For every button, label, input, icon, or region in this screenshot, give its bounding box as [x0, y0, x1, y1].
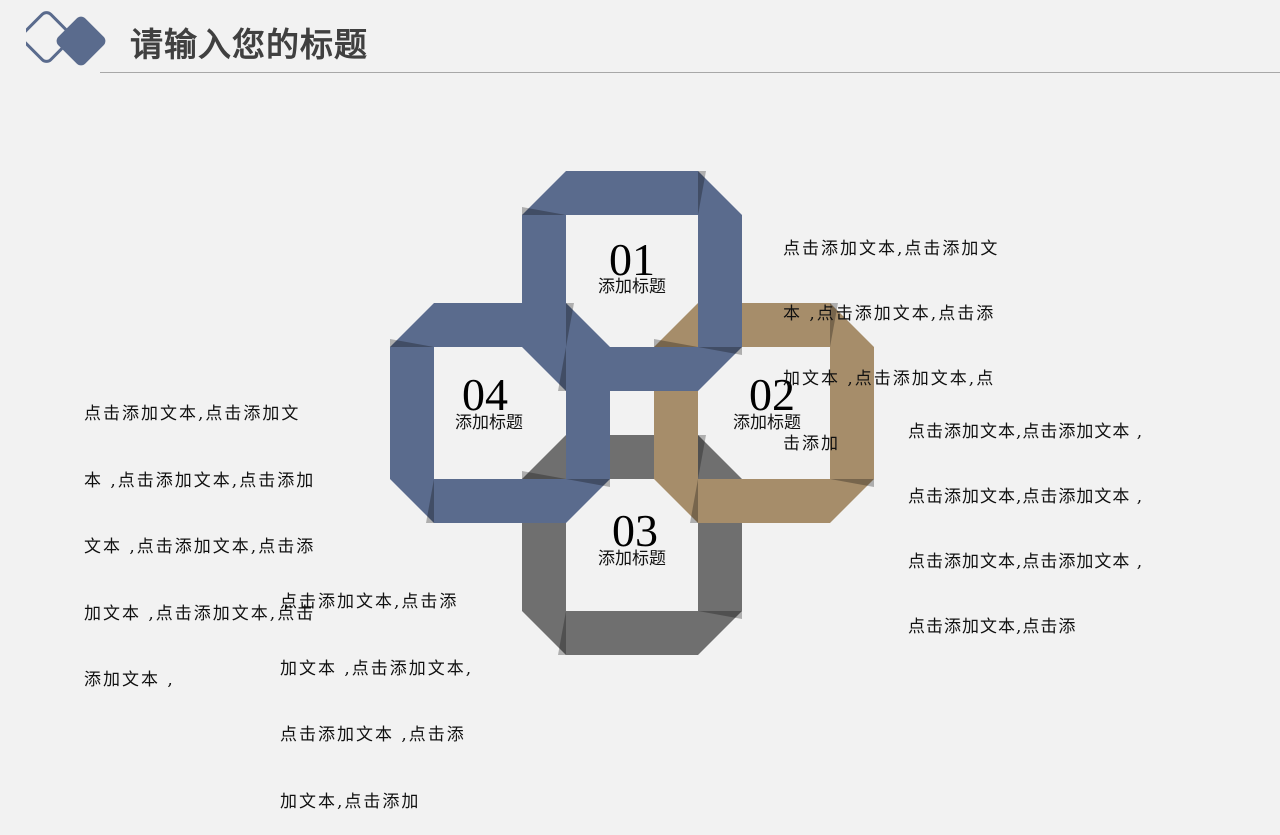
- fold-shadow: [830, 479, 874, 487]
- ring-04-number: 04: [462, 369, 508, 420]
- text-line: 点击添加文本,点击添: [908, 617, 1077, 637]
- text-line: 加文本 ,点击添加文本,点击: [84, 603, 316, 624]
- fold-shadow: [566, 303, 574, 347]
- header-divider: [100, 72, 1280, 73]
- fold-shadow: [558, 347, 566, 391]
- ring-01-number: 01: [609, 234, 655, 285]
- text-line: 加文本,点击添加: [280, 791, 421, 812]
- text-line: 加文本 ,点击添加文本,点: [783, 369, 996, 389]
- center-link: [610, 435, 654, 478]
- text-line: 击添加: [783, 434, 840, 454]
- fold-shadow: [830, 303, 838, 347]
- text-line: 点击添加文本,点击添加文: [84, 404, 301, 424]
- ring-04-title[interactable]: 添加标题: [455, 413, 523, 433]
- ring-02-number: 02: [749, 369, 795, 420]
- text-line: 本 ,点击添加文本,点击添: [783, 304, 996, 324]
- ring-02: [654, 303, 874, 523]
- ring-band: [390, 303, 610, 523]
- fold-shadow: [698, 347, 742, 355]
- ring-02-title[interactable]: 添加标题: [733, 413, 801, 433]
- text-line: 点击添加文本,点击添加文: [783, 239, 1000, 259]
- ring-03-number: 03: [612, 505, 658, 556]
- text-line: 加文本 ,点击添加文本,: [280, 658, 474, 679]
- page-title: 请输入您的标题: [130, 25, 368, 64]
- fold-shadow: [690, 479, 698, 523]
- fold-shadow: [558, 611, 566, 655]
- text-block-01[interactable]: 点击添加文本,点击添加文 本 ,点击添加文本,点击添 加文本 ,点击添加文本,点…: [783, 197, 999, 477]
- fold-shadow: [654, 339, 698, 347]
- center-link: [610, 347, 654, 390]
- ring-04: [390, 303, 610, 523]
- text-line: 本 ,点击添加文本,点击添加: [84, 470, 316, 491]
- text-line: 点击添加文本,点击添加文本 ,: [908, 422, 1144, 442]
- fold-shadow: [522, 471, 566, 479]
- ring-03-title[interactable]: 添加标题: [598, 549, 666, 569]
- fold-shadow: [426, 479, 434, 523]
- text-line: 点击添加文本 ,点击添: [280, 725, 466, 745]
- logo-diamonds-icon: [26, 11, 106, 66]
- text-block-04[interactable]: 点击添加文本,点击添加文 本 ,点击添加文本,点击添加 文本 ,点击添加文本,点…: [84, 361, 315, 714]
- fold-shadow: [698, 611, 742, 619]
- text-block-02[interactable]: 点击添加文本,点击添加文本 , 点击添加文本,点击添加文本 , 点击添加文本,点…: [908, 380, 1143, 660]
- ring-band: [654, 303, 874, 523]
- text-line: 点击添加文本,点击添: [280, 592, 459, 612]
- text-line: 添加文本 ,: [84, 670, 175, 690]
- fold-shadow: [566, 479, 610, 487]
- text-line: 点击添加文本,点击添加文本 ,: [908, 487, 1144, 507]
- fold-shadow: [698, 435, 706, 479]
- text-line: 文本 ,点击添加文本,点击添: [84, 537, 316, 557]
- ring-band: [522, 435, 742, 655]
- ring-03: [522, 435, 742, 655]
- interlocking-rings-diagram: [390, 171, 874, 655]
- fold-shadow: [522, 207, 566, 215]
- fold-shadow: [698, 171, 706, 215]
- text-line: 点击添加文本,点击添加文本 ,: [908, 552, 1144, 572]
- fold-shadow: [390, 339, 434, 347]
- ring-01-title[interactable]: 添加标题: [598, 277, 666, 297]
